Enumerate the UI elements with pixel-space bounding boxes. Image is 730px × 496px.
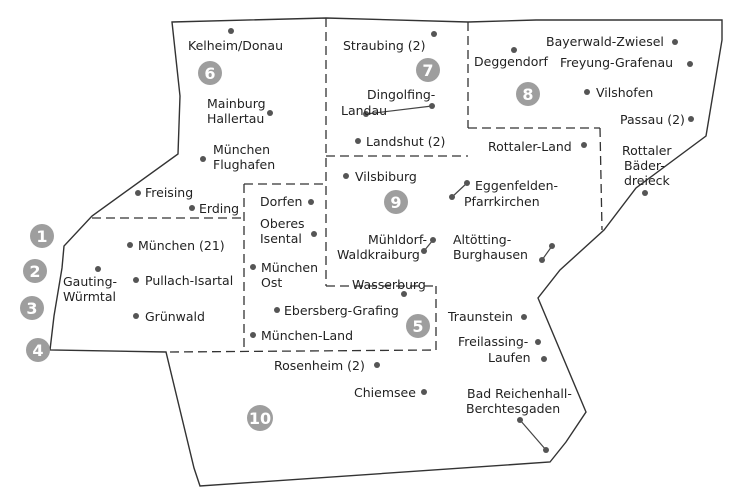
region-number-3: 3 <box>26 299 37 318</box>
place-labels: Kelheim/Donau Mainburg Hallertau München… <box>63 34 685 416</box>
label-wasserburg: Wasserburg <box>352 277 426 292</box>
region-number-1: 1 <box>36 227 47 246</box>
label-eggenfelden-line1: Eggenfelden- <box>475 178 558 193</box>
label-baederdreieck-line3: dreieck <box>624 173 671 188</box>
label-muenchen-ost-line1: München <box>261 260 318 275</box>
label-vilsbiburg: Vilsbiburg <box>355 169 417 184</box>
label-rottaler-land: Rottaler-Land <box>488 139 572 154</box>
label-passau: Passau (2) <box>620 112 685 127</box>
region-number-2: 2 <box>29 262 40 281</box>
region-boundaries <box>92 18 603 353</box>
region-number-9: 9 <box>390 193 401 212</box>
label-erding: Erding <box>199 201 239 216</box>
label-rosenheim: Rosenheim (2) <box>274 358 365 373</box>
label-flughafen-line2: Flughafen <box>213 157 275 172</box>
label-muehldorf-line2: Waldkraiburg <box>337 247 420 262</box>
label-freising: Freising <box>145 185 193 200</box>
label-bad-reichenhall-line2: Berchtesgaden <box>466 401 560 416</box>
label-gauting-line2: Würmtal <box>63 289 116 304</box>
label-kelheim: Kelheim/Donau <box>188 38 283 53</box>
label-flughafen-line1: München <box>213 142 270 157</box>
label-landshut: Landshut (2) <box>366 134 445 149</box>
label-altoetting-line2: Burghausen <box>453 247 528 262</box>
label-altoetting-line1: Altötting- <box>453 232 511 247</box>
label-freilassing-line1: Freilassing- <box>458 334 528 349</box>
label-isental-line1: Oberes <box>260 216 305 231</box>
region-number-5: 5 <box>412 317 423 336</box>
label-dingolfing-line1: Dingolfing- <box>367 87 435 102</box>
label-vilshofen: Vilshofen <box>596 85 653 100</box>
location-dots <box>95 28 694 453</box>
label-isental-line2: Isental <box>260 231 302 246</box>
region-number-6: 6 <box>204 64 215 83</box>
label-eggenfelden-line2: Pfarrkirchen <box>464 194 540 209</box>
label-ebersberg: Ebersberg-Grafing <box>284 303 399 318</box>
label-baederdreieck-line1: Rottaler <box>622 143 672 158</box>
label-gauting-line1: Gauting- <box>63 274 117 289</box>
label-straubing: Straubing (2) <box>343 38 426 53</box>
label-dingolfing-line2: Landau <box>341 103 387 118</box>
label-bad-reichenhall-line1: Bad Reichenhall- <box>467 386 572 401</box>
label-mainburg-line2: Hallertau <box>207 111 264 126</box>
label-deggendorf: Deggendorf <box>474 54 549 69</box>
region-number-badges: 1 2 3 4 5 6 7 8 9 10 <box>20 58 540 431</box>
label-muenchen: München (21) <box>138 238 225 253</box>
label-chiemsee: Chiemsee <box>354 385 416 400</box>
outer-boundary <box>49 17 723 487</box>
label-mainburg-line1: Mainburg <box>207 96 266 111</box>
label-baederdreieck-line2: Bäder- <box>624 158 665 173</box>
region-number-7: 7 <box>422 61 433 80</box>
label-muenchen-ost-line2: Ost <box>261 275 282 290</box>
region-number-10: 10 <box>249 409 271 428</box>
label-pullach: Pullach-Isartal <box>145 273 233 288</box>
label-muehldorf-line1: Mühldorf- <box>368 232 427 247</box>
label-traunstein: Traunstein <box>447 309 513 324</box>
label-dorfen: Dorfen <box>260 194 302 209</box>
label-freyung: Freyung-Grafenau <box>560 55 673 70</box>
region-number-4: 4 <box>32 341 43 360</box>
label-bayerwald: Bayerwald-Zwiesel <box>546 34 664 49</box>
region-number-8: 8 <box>522 85 533 104</box>
label-gruenwald: Grünwald <box>145 309 205 324</box>
label-muenchen-land: München-Land <box>261 328 353 343</box>
label-freilassing-line2: Laufen <box>488 350 531 365</box>
